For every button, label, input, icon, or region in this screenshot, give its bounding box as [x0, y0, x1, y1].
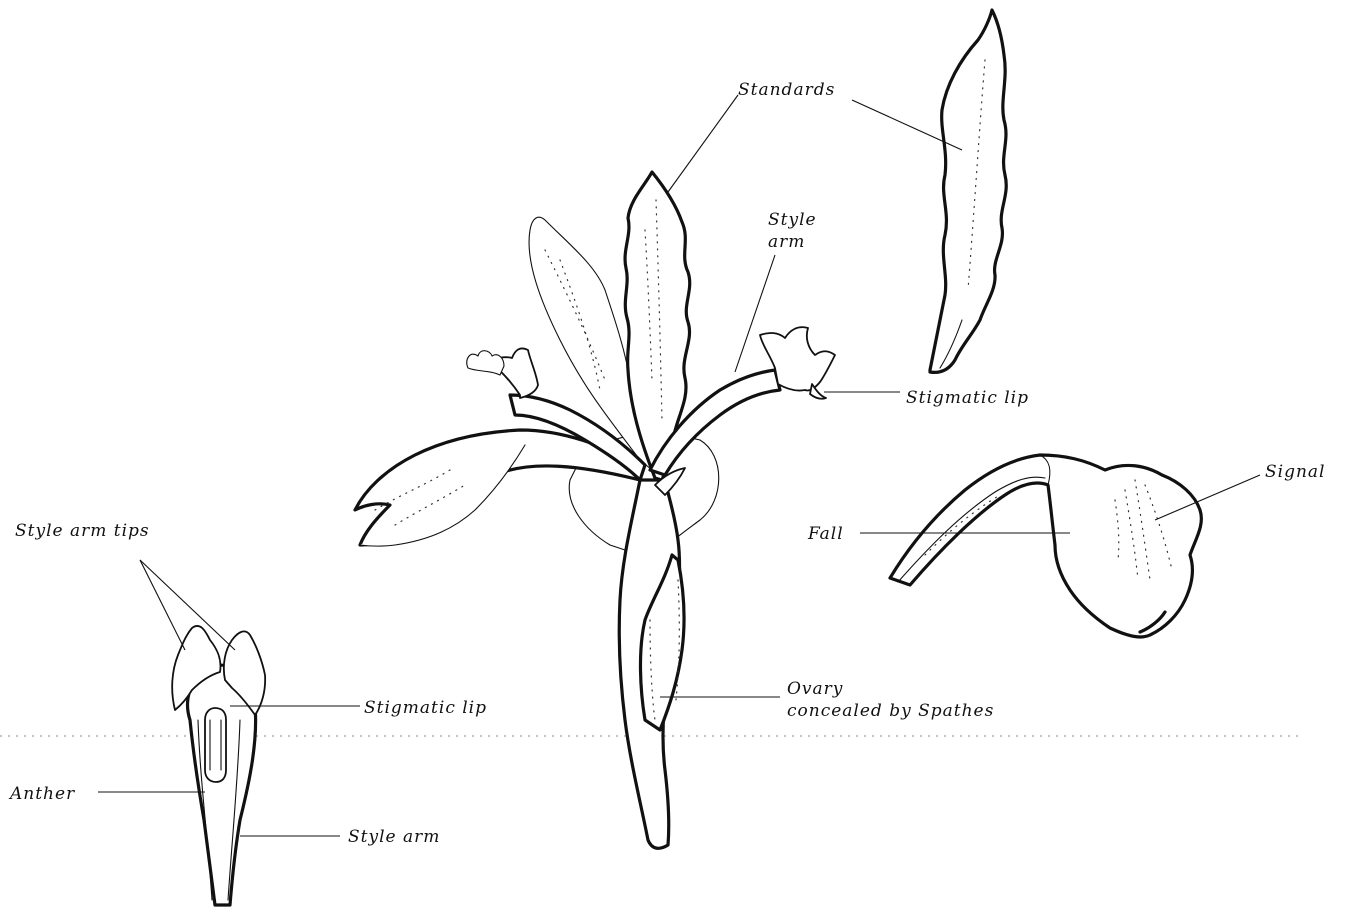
stigmatic-lip-shape: [810, 384, 826, 399]
label-ovary-line2: concealed by Spathes: [787, 701, 994, 721]
label-style-arm-top-line1: Style: [768, 210, 817, 230]
label-style-arm-tips: Style arm tips: [15, 521, 150, 541]
label-stigmatic-lip-bottom: Stigmatic lip: [364, 698, 487, 718]
left-style-arm-tip: [467, 351, 504, 375]
label-signal: Signal: [1265, 462, 1326, 482]
detached-fall-petal: [890, 455, 1201, 637]
label-style-arm-top-line2: arm: [768, 232, 805, 252]
leader-standards-center: [668, 95, 738, 192]
label-stigmatic-lip-top: Stigmatic lip: [906, 388, 1029, 408]
leader-style-arm-tips-1: [140, 560, 185, 650]
central-iris-flower: [355, 172, 835, 848]
style-arm-section: [172, 626, 265, 905]
label-anther: Anther: [8, 784, 75, 804]
label-ovary-line1: Ovary: [787, 679, 843, 699]
detached-standard-petal: [930, 10, 1006, 372]
label-style-arm-bottom: Style arm: [348, 827, 440, 847]
label-fall: Fall: [807, 524, 844, 544]
label-standards: Standards: [738, 80, 835, 100]
